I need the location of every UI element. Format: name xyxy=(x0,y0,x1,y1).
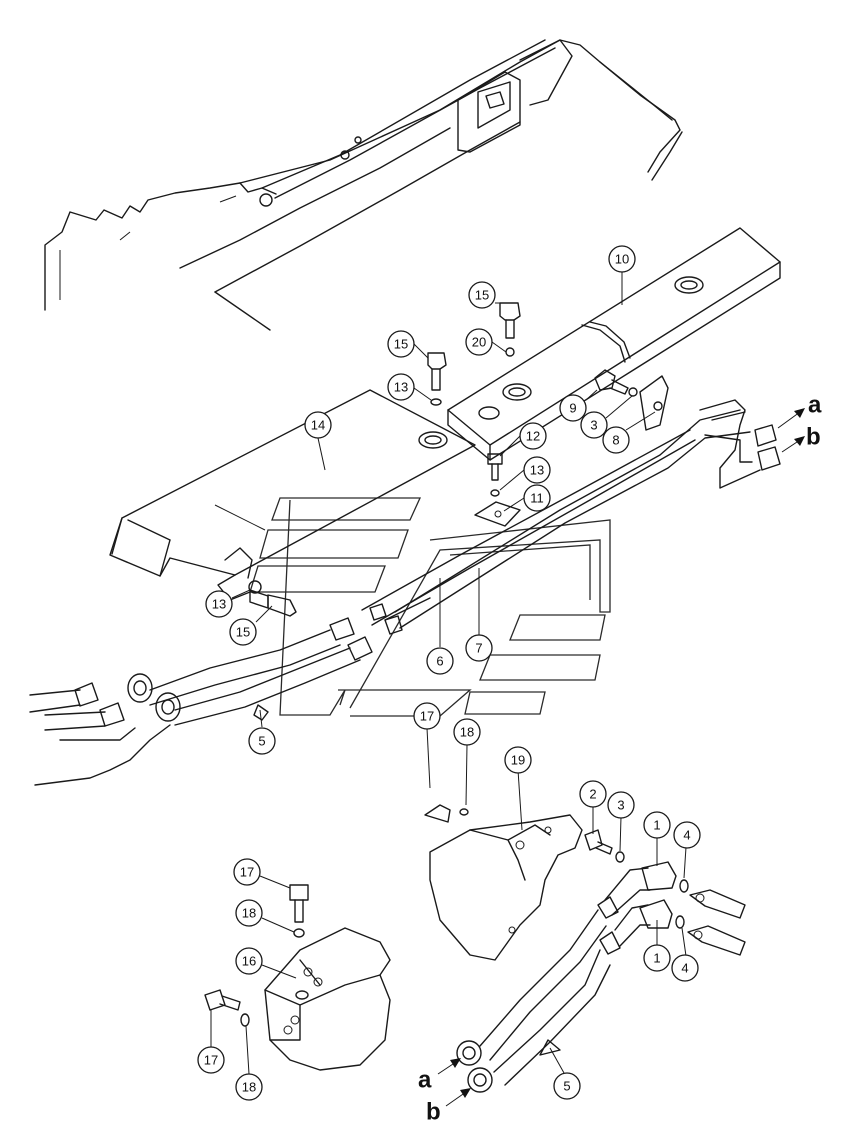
callout-19: 19 xyxy=(504,746,532,774)
callout-18c: 18 xyxy=(235,1073,263,1101)
lower-guard-14 xyxy=(109,389,476,601)
svg-text:17: 17 xyxy=(204,1053,218,1068)
callout-13c: 13 xyxy=(205,590,233,618)
svg-text:3: 3 xyxy=(590,418,597,433)
callout-15c: 15 xyxy=(229,618,257,646)
callout-14: 14 xyxy=(304,411,332,439)
boom-assembly xyxy=(44,39,683,331)
svg-text:18: 18 xyxy=(460,725,474,740)
svg-text:17: 17 xyxy=(420,709,434,724)
svg-text:11: 11 xyxy=(530,491,544,506)
svg-text:4: 4 xyxy=(681,961,688,976)
svg-text:12: 12 xyxy=(526,429,540,444)
svg-text:20: 20 xyxy=(472,335,486,350)
callout-18b: 18 xyxy=(235,899,263,927)
svg-text:15: 15 xyxy=(475,288,489,303)
callout-10: 10 xyxy=(608,245,636,273)
svg-text:9: 9 xyxy=(569,401,576,416)
callout-17a: 17 xyxy=(413,702,441,730)
callout-4a: 4 xyxy=(673,821,701,849)
svg-text:18: 18 xyxy=(242,1080,256,1095)
svg-text:2: 2 xyxy=(589,787,596,802)
svg-text:13: 13 xyxy=(212,597,226,612)
port-labels: a b a b xyxy=(418,392,822,1126)
callout-6: 6 xyxy=(426,647,454,675)
upper-fasteners xyxy=(248,302,669,617)
lower-hoses xyxy=(456,829,746,1093)
svg-text:14: 14 xyxy=(311,418,325,433)
callout-3b: 3 xyxy=(607,791,635,819)
callout-17b: 17 xyxy=(233,858,261,886)
boom-guard-10 xyxy=(447,227,781,461)
svg-text:10: 10 xyxy=(615,252,629,267)
boom-hoses xyxy=(29,399,781,786)
svg-text:8: 8 xyxy=(612,433,619,448)
bracket-16 xyxy=(204,884,391,1071)
port-label-a-top: a xyxy=(808,392,822,419)
watermark-logo xyxy=(249,497,611,717)
callout-1a: 1 xyxy=(643,811,671,839)
svg-text:1: 1 xyxy=(653,951,660,966)
svg-text:5: 5 xyxy=(563,1079,570,1094)
callout-4b: 4 xyxy=(671,954,699,982)
svg-text:13: 13 xyxy=(394,380,408,395)
svg-text:5: 5 xyxy=(258,734,265,749)
callout-7: 7 xyxy=(465,634,493,662)
callout-13b: 13 xyxy=(523,456,551,484)
svg-text:15: 15 xyxy=(236,625,250,640)
port-label-b-top: b xyxy=(806,424,821,451)
port-label-b-bottom: b xyxy=(426,1099,441,1126)
callout-9: 9 xyxy=(559,394,587,422)
svg-text:4: 4 xyxy=(683,828,690,843)
svg-text:17: 17 xyxy=(240,865,254,880)
port-label-a-bottom: a xyxy=(418,1067,432,1094)
callout-18a: 18 xyxy=(453,718,481,746)
callout-15a: 15 xyxy=(468,281,496,309)
svg-text:18: 18 xyxy=(242,906,256,921)
svg-text:16: 16 xyxy=(242,954,256,969)
callout-5a: 5 xyxy=(248,727,276,755)
svg-text:13: 13 xyxy=(530,463,544,478)
svg-text:15: 15 xyxy=(394,337,408,352)
callout-8: 8 xyxy=(602,426,630,454)
callout-12: 12 xyxy=(519,422,547,450)
callout-20: 20 xyxy=(465,328,493,356)
callout-3a: 3 xyxy=(580,411,608,439)
callout-5b: 5 xyxy=(553,1072,581,1100)
svg-text:7: 7 xyxy=(475,641,482,656)
callout-17c: 17 xyxy=(197,1046,225,1074)
callout-16: 16 xyxy=(235,947,263,975)
svg-text:19: 19 xyxy=(511,753,525,768)
port-arrows-top xyxy=(777,408,805,453)
callout-13a: 13 xyxy=(387,373,415,401)
callout-11: 11 xyxy=(523,484,551,512)
leader-lines xyxy=(210,272,687,1075)
callout-15b: 15 xyxy=(387,330,415,358)
cylinder-bracket-19 xyxy=(424,804,583,961)
svg-text:1: 1 xyxy=(653,818,660,833)
svg-text:3: 3 xyxy=(617,798,624,813)
callout-2: 2 xyxy=(579,780,607,808)
svg-text:6: 6 xyxy=(436,654,443,669)
port-arrows-bottom xyxy=(437,1058,471,1107)
callout-1b: 1 xyxy=(643,944,671,972)
